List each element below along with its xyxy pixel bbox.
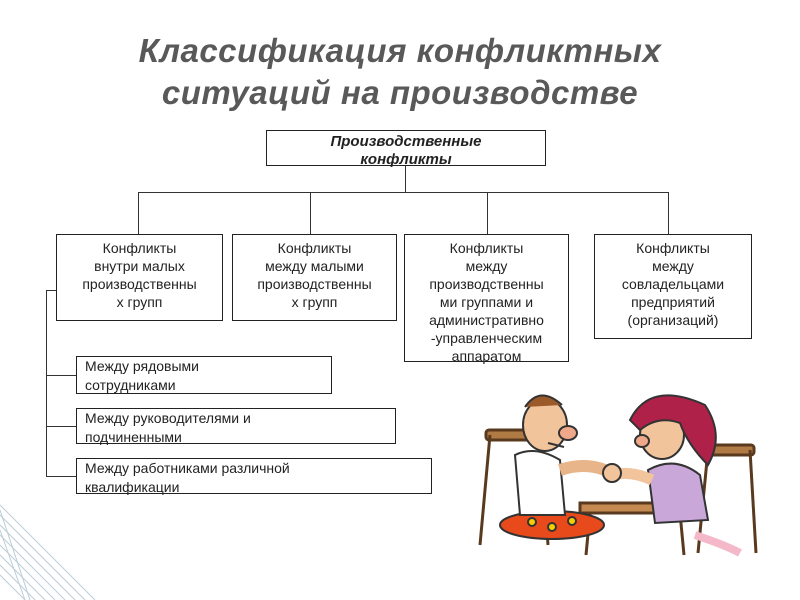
page-title: Классификация конфликтных ситуаций на пр… (0, 30, 800, 114)
title-line-2: ситуаций на производстве (161, 74, 639, 111)
category-text: Конфликты (277, 240, 352, 256)
root-line-2: конфликты (360, 151, 452, 168)
branch-2-connector (310, 192, 311, 234)
category-text: между малыми (265, 258, 364, 274)
arm-wrestling-cartoon-icon (478, 394, 758, 557)
category-node-3: Конфликты между производственны ми групп… (404, 234, 569, 364)
branch-4-connector (668, 192, 669, 234)
sub-top-connector (46, 290, 56, 291)
category-text: предприятий (631, 294, 715, 310)
sub-2-connector (46, 426, 76, 427)
category-text: административно (429, 312, 544, 328)
sub-1-connector (46, 375, 76, 376)
category-text: ми группами и (439, 294, 534, 310)
branch-3-connector (487, 192, 488, 234)
category-node-2: Конфликты между малыми производственны х… (232, 234, 397, 321)
root-line-1: Производственные (330, 133, 482, 150)
sub-3-connector (46, 476, 76, 477)
category-text: Конфликты (449, 240, 524, 256)
subcategory-text: Между руководителями и (85, 410, 251, 426)
category-text: внутри малых (94, 258, 185, 274)
subcategory-text: квалификации (85, 479, 180, 495)
sub-vertical-line (46, 290, 47, 476)
subcategory-text: Между работниками различной (85, 460, 290, 476)
category-text: производственны (82, 276, 197, 292)
category-text: между (652, 258, 694, 274)
subcategory-node-2: Между руководителями и подчиненными (76, 408, 396, 445)
category-text: между (465, 258, 508, 274)
category-text: производственны (429, 276, 544, 292)
subcategory-node-1: Между рядовыми сотрудниками (76, 356, 332, 394)
category-text: производственны (257, 276, 372, 292)
category-node-1: Конфликты внутри малых производственны х… (56, 234, 223, 321)
category-text: х групп (116, 294, 163, 310)
category-node-4: Конфликты между совладельцами предприяти… (594, 234, 752, 339)
root-node: Производственные конфликты (266, 130, 546, 168)
subcategory-text: подчиненными (85, 429, 182, 445)
subcategory-node-3: Между работниками различной квалификации (76, 458, 432, 495)
title-line-1: Классификация конфликтных (138, 32, 662, 69)
subcategory-text: сотрудниками (85, 377, 176, 393)
subcategory-text: Между рядовыми (85, 358, 199, 374)
root-connector (405, 166, 406, 192)
category-text: -управленческим (430, 330, 543, 346)
top-branch-line (138, 192, 668, 193)
category-text: совладельцами (621, 276, 725, 292)
category-text: (организаций) (627, 312, 719, 328)
category-text: Конфликты (636, 240, 710, 256)
branch-1-connector (138, 192, 139, 234)
category-text: аппаратом (451, 348, 522, 364)
category-text: Конфликты (102, 240, 177, 256)
category-text: х групп (291, 294, 338, 310)
